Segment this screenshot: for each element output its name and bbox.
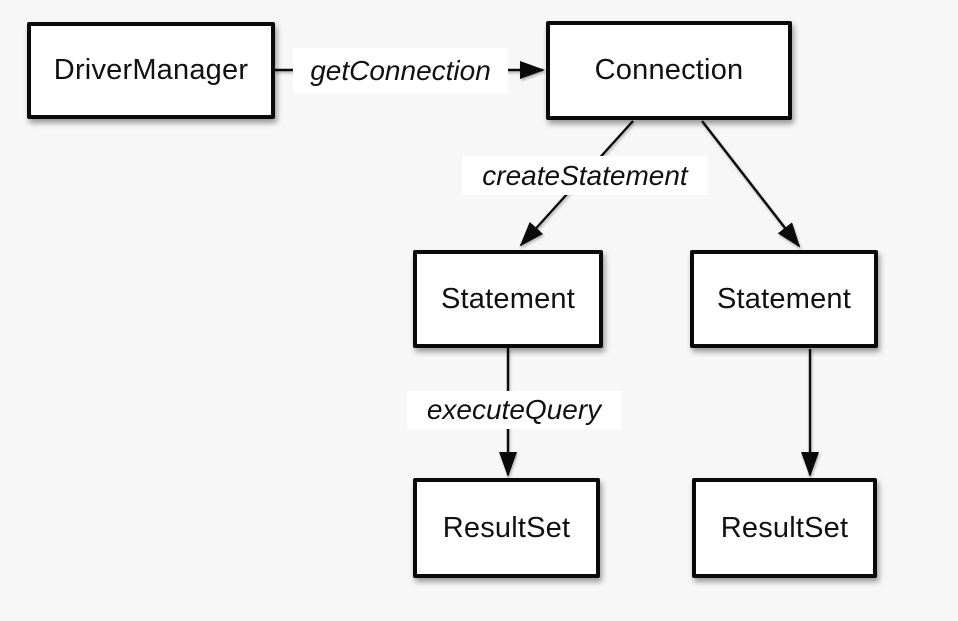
node-drivermanager: DriverManager	[27, 22, 275, 119]
edge-label-executequery: executeQuery	[407, 391, 621, 429]
edge-label-getconnection: getConnection	[293, 48, 508, 93]
node-statement-left: Statement	[413, 250, 603, 348]
node-statement-right: Statement	[690, 250, 878, 348]
node-connection: Connection	[546, 21, 792, 120]
edge-label-createstatement: createStatement	[462, 156, 708, 195]
edge-connection-statement-right	[701, 120, 801, 248]
node-resultset-right: ResultSet	[692, 478, 877, 578]
node-resultset-left: ResultSet	[413, 478, 600, 578]
